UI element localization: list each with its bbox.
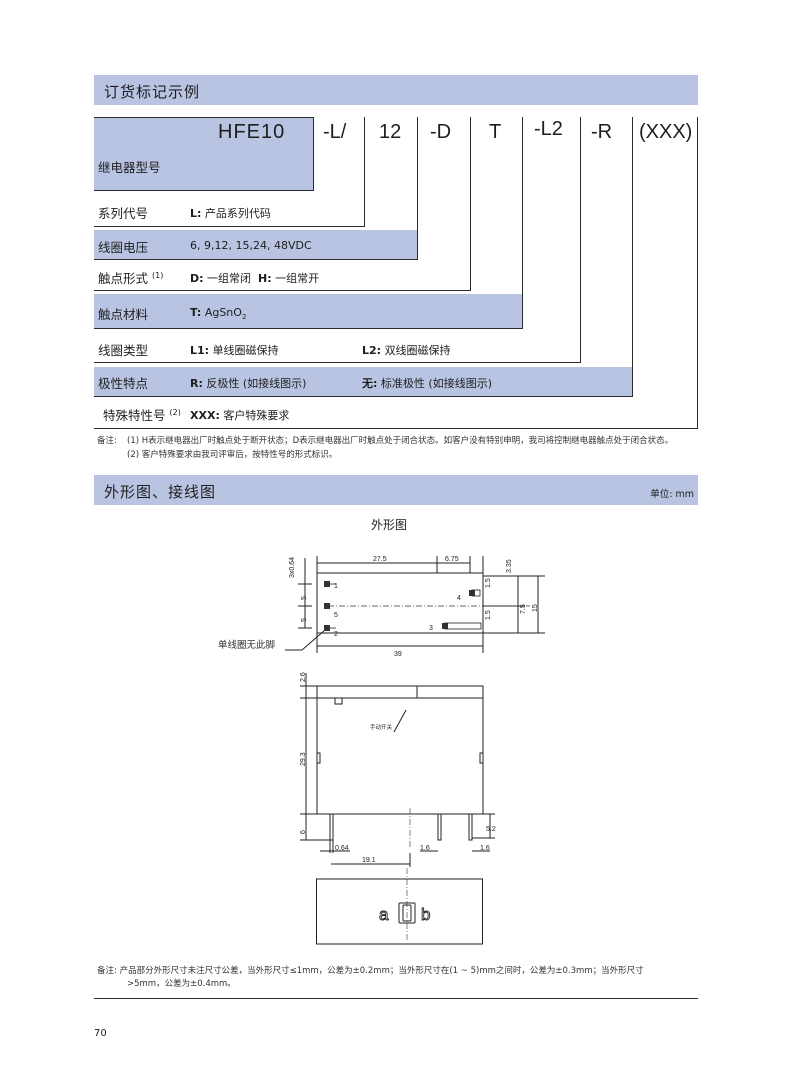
row-value-special: XXX: 客户特殊要求 bbox=[190, 409, 290, 422]
side-view-body bbox=[316, 685, 484, 815]
divider-line bbox=[94, 290, 471, 291]
footnote-line-2: >5mm，公差为±0.4mm。 bbox=[127, 979, 236, 989]
row-label-contact-form: 触点形式 (1) bbox=[98, 270, 164, 286]
code-polarity: -R bbox=[591, 121, 613, 143]
page-number: 70 bbox=[94, 1028, 107, 1039]
row-label-coil-type: 线圈类型 bbox=[98, 343, 149, 358]
divider-line bbox=[364, 117, 365, 227]
front-view-body bbox=[316, 878, 483, 945]
manual-switch-callout: 手动开关 bbox=[370, 723, 393, 731]
dim-5-top: 5 bbox=[301, 596, 308, 600]
unit-label: 单位: mm bbox=[650, 489, 694, 500]
divider-line bbox=[94, 190, 314, 191]
row-value-coil-voltage: 6, 9,12, 15,24, 48VDC bbox=[190, 239, 312, 252]
divider-line bbox=[94, 328, 523, 329]
outline-banner: 外形图、接线图 单位: mm bbox=[94, 475, 698, 505]
row-label-special: 特殊特性号 (2) bbox=[103, 407, 181, 423]
dim-6-75: 6.75 bbox=[445, 556, 459, 563]
code-series: -L/ bbox=[323, 121, 347, 143]
row-value-polarity-std: 无: 标准极性 (如接线图示) bbox=[362, 377, 492, 390]
divider-line bbox=[94, 117, 313, 118]
front-label-b: b bbox=[421, 905, 430, 924]
dim-6: 6 bbox=[300, 830, 307, 834]
divider-line bbox=[94, 396, 633, 397]
ordering-title: 订货标记示例 bbox=[104, 83, 201, 101]
code-special: (XXX) bbox=[639, 121, 693, 143]
pin-label-5: 5 bbox=[334, 612, 338, 619]
dim-1-6-left: 1.6 bbox=[420, 845, 430, 852]
front-label-a: a bbox=[379, 905, 389, 924]
code-contact-form: -D bbox=[430, 121, 452, 143]
divider-line bbox=[580, 117, 581, 363]
dim-27-5: 27.5 bbox=[373, 556, 387, 563]
model-box bbox=[94, 117, 313, 190]
footnote-line-1: 备注: 产品部分外形尺寸未注尺寸公差，当外形尺寸≤1mm，公差为±0.2mm；当… bbox=[97, 966, 644, 976]
row-value-series: L: 产品系列代码 bbox=[190, 207, 271, 220]
single-coil-callout: 单线圈无此脚 bbox=[218, 640, 276, 651]
dim-5-bottom: 5 bbox=[301, 618, 308, 622]
pin-label-2: 2 bbox=[334, 631, 338, 638]
row-value-contact-form: D: 一组常闭 H: 一组常开 bbox=[190, 272, 320, 285]
divider-line bbox=[313, 117, 314, 190]
row-label-polarity: 极性特点 bbox=[98, 376, 149, 391]
outline-subtitle: 外形图 bbox=[371, 518, 408, 532]
dim-1-6-right: 1.6 bbox=[480, 845, 490, 852]
note-2: (2) 客户特殊要求由我司评审后，按特性号的形式标识。 bbox=[127, 450, 338, 460]
dim-19-1: 19.1 bbox=[362, 857, 376, 864]
outline-title: 外形图、接线图 bbox=[104, 483, 217, 501]
pin-label-4: 4 bbox=[457, 595, 461, 602]
note-1: (1) H表示继电器出厂时触点处于断开状态；D表示继电器出厂时触点处于闭合状态。… bbox=[127, 436, 674, 446]
divider-line bbox=[94, 259, 418, 260]
divider-line bbox=[470, 117, 471, 291]
dim-0-64: 0.64 bbox=[335, 845, 349, 852]
row-label-series: 系列代号 bbox=[98, 206, 149, 221]
dim-3x0-64: 3x0.64 bbox=[289, 557, 296, 578]
divider-line bbox=[632, 117, 633, 396]
top-view-drawing: 27.5 6.75 3x0.64 3.35 1.5 5 5 7.5 15 1.5… bbox=[285, 556, 545, 658]
coil-voltage-box bbox=[94, 230, 417, 260]
dim-7-5: 7.5 bbox=[520, 604, 527, 614]
code-model: HFE10 bbox=[218, 121, 286, 143]
row-value-coil-type-l1: L1: 单线圈磁保持 bbox=[190, 344, 279, 357]
row-value-coil-type-l2: L2: 双线圈磁保持 bbox=[362, 344, 451, 357]
dim-1-5-top: 1.5 bbox=[485, 578, 492, 588]
dim-39: 39 bbox=[394, 651, 402, 658]
divider-line bbox=[94, 226, 365, 227]
row-value-polarity-r: R: 反极性 (如接线图示) bbox=[190, 377, 307, 390]
code-coil-type: -L2 bbox=[534, 118, 563, 140]
dim-2-6: 2.6 bbox=[300, 672, 307, 682]
dim-1-5-bottom: 1.5 bbox=[485, 610, 492, 620]
row-value-contact-material: T: AgSnO2 bbox=[190, 306, 247, 322]
divider-line bbox=[94, 428, 698, 429]
pin-label-1: 1 bbox=[334, 583, 338, 590]
code-contact-material: T bbox=[489, 121, 502, 143]
code-voltage: 12 bbox=[379, 121, 402, 143]
dim-5-2: 5.2 bbox=[486, 826, 496, 833]
ordering-banner: 订货标记示例 bbox=[94, 75, 698, 105]
polarity-box bbox=[94, 367, 632, 396]
row-label-contact-material: 触点材料 bbox=[98, 307, 149, 322]
notes-prefix: 备注: bbox=[97, 436, 117, 446]
divider-line bbox=[697, 117, 698, 428]
footer-rule bbox=[94, 998, 698, 999]
pin-label-3: 3 bbox=[429, 625, 433, 632]
divider-line bbox=[94, 362, 581, 363]
dim-3-35: 3.35 bbox=[506, 559, 513, 573]
dim-29-3: 29.3 bbox=[300, 752, 307, 766]
divider-line bbox=[417, 117, 418, 260]
side-view-drawing: 2.6 29.3 6 0.64 19.1 1.6 1.6 5.2 手动开关 bbox=[300, 672, 496, 867]
row-label-coil-voltage: 线圈电压 bbox=[98, 240, 149, 255]
contact-material-box bbox=[94, 294, 522, 329]
dim-15: 15 bbox=[532, 604, 539, 612]
divider-line bbox=[522, 117, 523, 329]
top-view-body bbox=[316, 572, 484, 634]
row-label-model: 继电器型号 bbox=[98, 160, 161, 175]
front-view-drawing: a b bbox=[316, 868, 483, 945]
